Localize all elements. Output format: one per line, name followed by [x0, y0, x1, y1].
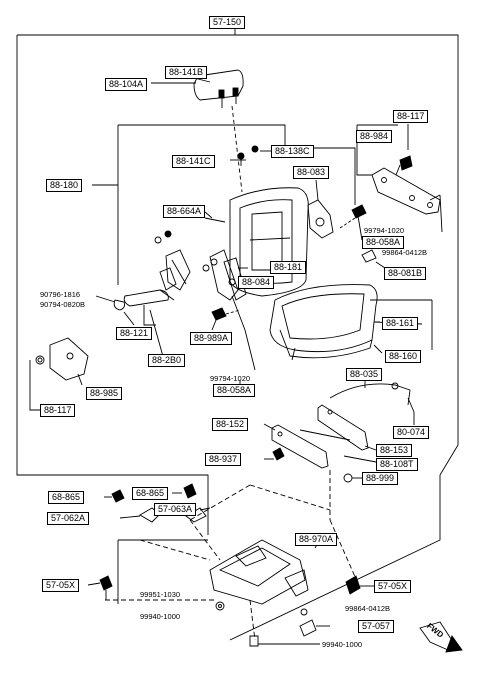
seat-riser [209, 539, 309, 605]
label-88-108T: 88-108T [376, 458, 418, 471]
label-88-141C: 88-141C [172, 155, 215, 168]
label-88-181: 88-181 [270, 261, 307, 274]
seat-cushion [269, 284, 378, 361]
label-88-081B: 88-081B [384, 267, 427, 280]
label-88-141B: 88-141B [165, 66, 208, 79]
label-88-058A-mid: 88-058A [213, 384, 256, 397]
assembly-frame [16, 27, 459, 641]
text-99794-1020-mid: 99794-1020 [210, 374, 251, 383]
label-80-074: 80-074 [393, 426, 430, 439]
text-99940-1000-b: 99940-1000 [322, 640, 363, 649]
label-68-865-left: 68-865 [48, 491, 85, 504]
label-57-05X-left: 57-05X [42, 579, 80, 592]
label-88-104A: 88-104A [105, 78, 148, 91]
label-88-117-left: 88-117 [40, 404, 76, 417]
label-57-057: 57-057 [358, 620, 395, 633]
label-88-153: 88-153 [376, 444, 413, 457]
label-57-05X-right: 57-05X [374, 580, 412, 593]
bracket-88-984 [371, 155, 441, 215]
label-88-121: 88-121 [116, 327, 153, 340]
text-99864-0412B-bottom: 99864-0412B [345, 604, 391, 613]
text-90794-0820B: 90794-0820B [40, 300, 86, 309]
headrest [151, 69, 244, 108]
text-90796-1816: 90796-1816 [40, 290, 81, 299]
label-88-117-top: 88-117 [393, 110, 429, 123]
text-99940-1000-a: 99940-1000 [140, 612, 181, 621]
label-88-083: 88-083 [293, 166, 330, 179]
label-88-984: 88-984 [356, 130, 393, 143]
label-88-999: 88-999 [362, 472, 399, 485]
text-99794-1020-right: 99794-1020 [364, 226, 405, 235]
backrest-frame [118, 124, 356, 205]
label-88-664A: 88-664A [163, 205, 206, 218]
label-88-937: 88-937 [205, 453, 242, 466]
text-99864-0412B-right: 99864-0412B [382, 248, 428, 257]
label-88-160: 88-160 [385, 350, 422, 363]
label-88-161: 88-161 [382, 317, 419, 330]
label-88-180: 88-180 [46, 179, 83, 192]
label-88-985: 88-985 [86, 387, 123, 400]
lever-assembly [113, 230, 191, 311]
text-99951-1030: 99951-1030 [140, 590, 181, 599]
label-88-152: 88-152 [212, 418, 249, 431]
release-cable [329, 382, 415, 413]
label-57-062A: 57-062A [47, 512, 90, 525]
label-88-058A-right: 88-058A [362, 236, 405, 249]
label-57-150: 57-150 [209, 16, 246, 29]
label-88-138C: 88-138C [271, 145, 314, 158]
label-88-970A: 88-970A [295, 533, 338, 546]
bracket-88-985 [35, 337, 89, 381]
seat-rails [271, 404, 369, 469]
label-88-084: 88-084 [238, 276, 275, 289]
recliner-mechanism [307, 179, 334, 239]
label-68-865-right: 68-865 [132, 487, 169, 500]
label-57-063A: 57-063A [154, 503, 197, 516]
label-88-2B0: 88-2B0 [148, 354, 186, 367]
label-88-989A: 88-989A [190, 332, 233, 345]
label-88-035: 88-035 [346, 368, 383, 381]
seatback-hinge [202, 217, 247, 301]
